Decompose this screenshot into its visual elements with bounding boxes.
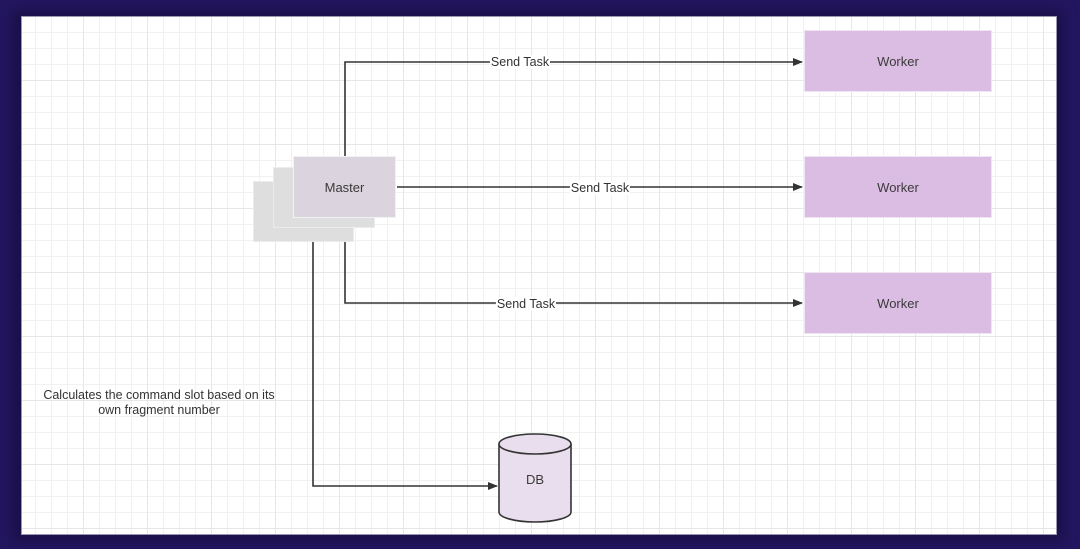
worker-label: Worker — [877, 53, 919, 69]
worker-label: Worker — [877, 295, 919, 311]
db-top — [498, 433, 572, 455]
master-node[interactable]: Master — [293, 156, 396, 218]
worker-node-3[interactable]: Worker — [804, 272, 992, 334]
db-label: DB — [525, 472, 545, 487]
edge-label-send-task-3: Send Task — [495, 297, 557, 311]
edge-master-db[interactable] — [312, 218, 498, 490]
edge-label-send-task-2: Send Task — [569, 181, 631, 195]
annotation-note: Calculates the command slot based on its… — [22, 388, 296, 418]
db-body — [498, 444, 572, 523]
db-cylinder[interactable] — [498, 433, 572, 523]
worker-node-1[interactable]: Worker — [804, 30, 992, 92]
edge-label-send-task-1: Send Task — [489, 55, 551, 69]
master-label: Master — [324, 179, 365, 195]
worker-label: Worker — [877, 179, 919, 195]
edge-master-worker-1[interactable] — [344, 58, 803, 156]
edge-master-worker-3[interactable] — [344, 218, 803, 307]
note-line-1: Calculates the command slot based on its — [43, 388, 275, 402]
worker-node-2[interactable]: Worker — [804, 156, 992, 218]
note-line-2: own fragment number — [98, 403, 220, 417]
